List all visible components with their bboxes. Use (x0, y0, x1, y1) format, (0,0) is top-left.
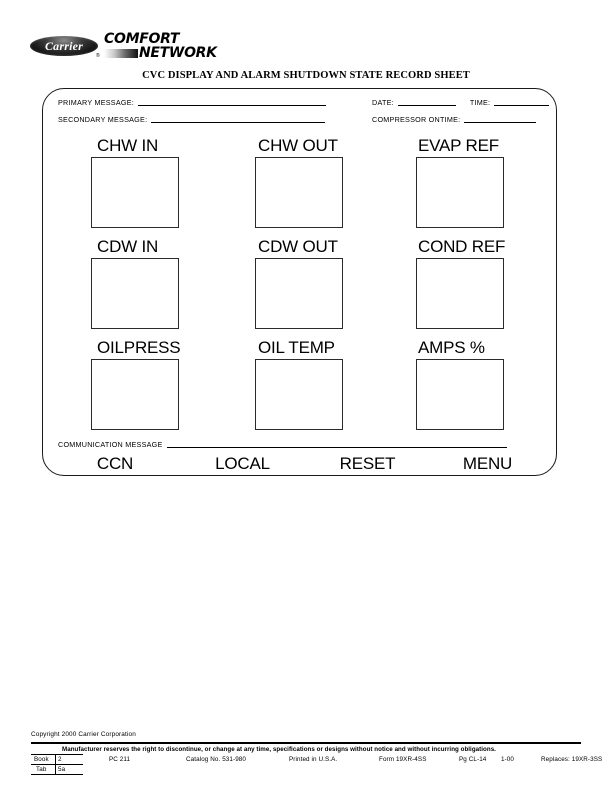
book-tab-top-rule (31, 754, 83, 755)
book-tab-grid: Book 2 Tab 5a (31, 754, 83, 775)
display-cell-label: COND REF (418, 237, 506, 256)
primary-message-label: PRIMARY MESSAGE: (58, 98, 135, 107)
carrier-comfort-network-logo: Carrier ® COMFORT NETWORK (30, 32, 230, 64)
display-cell-oil-temp: OIL TEMP (255, 338, 343, 430)
logo-gradient-bar (104, 48, 138, 58)
tab-label: Tab (36, 766, 47, 773)
display-cell-box[interactable] (255, 157, 343, 228)
tab-value: 5a (58, 766, 66, 773)
display-cell-box[interactable] (416, 258, 504, 329)
secondary-message-writeline[interactable] (151, 121, 326, 123)
footer-metadata-row: Book 2 Tab 5a PC 211 Catalog No. 531-980… (31, 754, 602, 776)
display-cell-evap-ref: EVAP REF (416, 136, 504, 228)
display-cell-label: AMPS % (418, 338, 485, 357)
secondary-message-field[interactable]: SECONDARY MESSAGE: (58, 115, 326, 124)
communication-message-field[interactable]: COMMUNICATION MESSAGE (58, 440, 507, 449)
display-cell-label: CDW IN (97, 237, 159, 256)
display-cell-label: EVAP REF (418, 136, 499, 155)
softkey-reset[interactable]: RESET (339, 454, 396, 473)
date-writeline[interactable] (397, 104, 456, 106)
footer-divider (31, 742, 581, 745)
logo-network-text: NETWORK (139, 45, 217, 61)
time-writeline[interactable] (494, 104, 550, 106)
registered-trademark-icon: ® (96, 53, 100, 59)
copyright-text: Copyright 2000 Carrier Corporation (31, 731, 136, 738)
display-cell-label: CHW IN (97, 136, 159, 155)
softkey-menu[interactable]: MENU (462, 454, 513, 473)
form-number: Form 19XR-4SS (379, 756, 427, 763)
book-label: Book (34, 756, 49, 763)
display-cell-oilpress: OILPRESS (91, 338, 181, 430)
print-date: 1-00 (501, 756, 515, 763)
primary-message-writeline[interactable] (138, 104, 327, 106)
logo-comfort-text: COMFORT (104, 31, 180, 47)
softkey-row: CCN LOCAL RESET MENU (50, 452, 545, 476)
carrier-oval-logo: Carrier (30, 36, 98, 56)
display-cell-chw-out: CHW OUT (255, 136, 343, 228)
compressor-ontime-field[interactable]: COMPRESSOR ONTIME: (372, 115, 537, 124)
display-cell-box[interactable] (91, 258, 179, 329)
pc-number: PC 211 (109, 756, 131, 763)
display-cell-amps-percent: AMPS % (416, 338, 504, 430)
display-cell-box[interactable] (91, 359, 179, 430)
display-cell-label: CHW OUT (258, 136, 338, 155)
display-cell-cdw-out: CDW OUT (255, 237, 343, 329)
book-tab-mid-rule (31, 764, 83, 765)
display-cell-label: OIL TEMP (258, 338, 335, 357)
communication-message-label: COMMUNICATION MESSAGE (58, 440, 163, 449)
display-cell-label: CDW OUT (258, 237, 338, 256)
primary-message-field[interactable]: PRIMARY MESSAGE: (58, 98, 327, 107)
time-label: TIME: (469, 98, 491, 107)
communication-message-writeline[interactable] (166, 446, 507, 448)
secondary-message-label: SECONDARY MESSAGE: (58, 115, 148, 124)
compressor-ontime-writeline[interactable] (464, 121, 537, 123)
replaces-form: Replaces: 19XR-3SS (541, 756, 603, 763)
book-tab-vertical-rule (55, 754, 56, 775)
printed-in: Printed in U.S.A. (289, 756, 338, 763)
display-cell-box[interactable] (91, 157, 179, 228)
display-cell-box[interactable] (255, 359, 343, 430)
manufacturer-notice: Manufacturer reserves the right to disco… (62, 746, 496, 753)
carrier-wordmark: Carrier (44, 39, 84, 53)
display-cell-box[interactable] (255, 258, 343, 329)
date-time-fields[interactable]: DATE: TIME: (372, 98, 550, 107)
catalog-number: Catalog No. 531-980 (186, 756, 247, 763)
page-number: Pg CL-14 (459, 756, 487, 763)
book-tab-bottom-rule (31, 774, 83, 775)
softkey-local[interactable]: LOCAL (215, 454, 270, 473)
display-cell-label: OILPRESS (97, 338, 181, 357)
compressor-ontime-label: COMPRESSOR ONTIME: (372, 115, 461, 124)
logo-network-row: NETWORK (104, 46, 217, 60)
display-cell-box[interactable] (416, 359, 504, 430)
display-cell-cdw-in: CDW IN (91, 237, 179, 329)
display-cell-box[interactable] (416, 157, 504, 228)
display-cell-chw-in: CHW IN (91, 136, 179, 228)
page-title: CVC DISPLAY AND ALARM SHUTDOWN STATE REC… (142, 70, 470, 81)
date-label: DATE: (372, 98, 394, 107)
softkey-ccn[interactable]: CCN (96, 454, 134, 473)
display-cell-cond-ref: COND REF (416, 237, 505, 329)
book-value: 2 (58, 756, 62, 763)
